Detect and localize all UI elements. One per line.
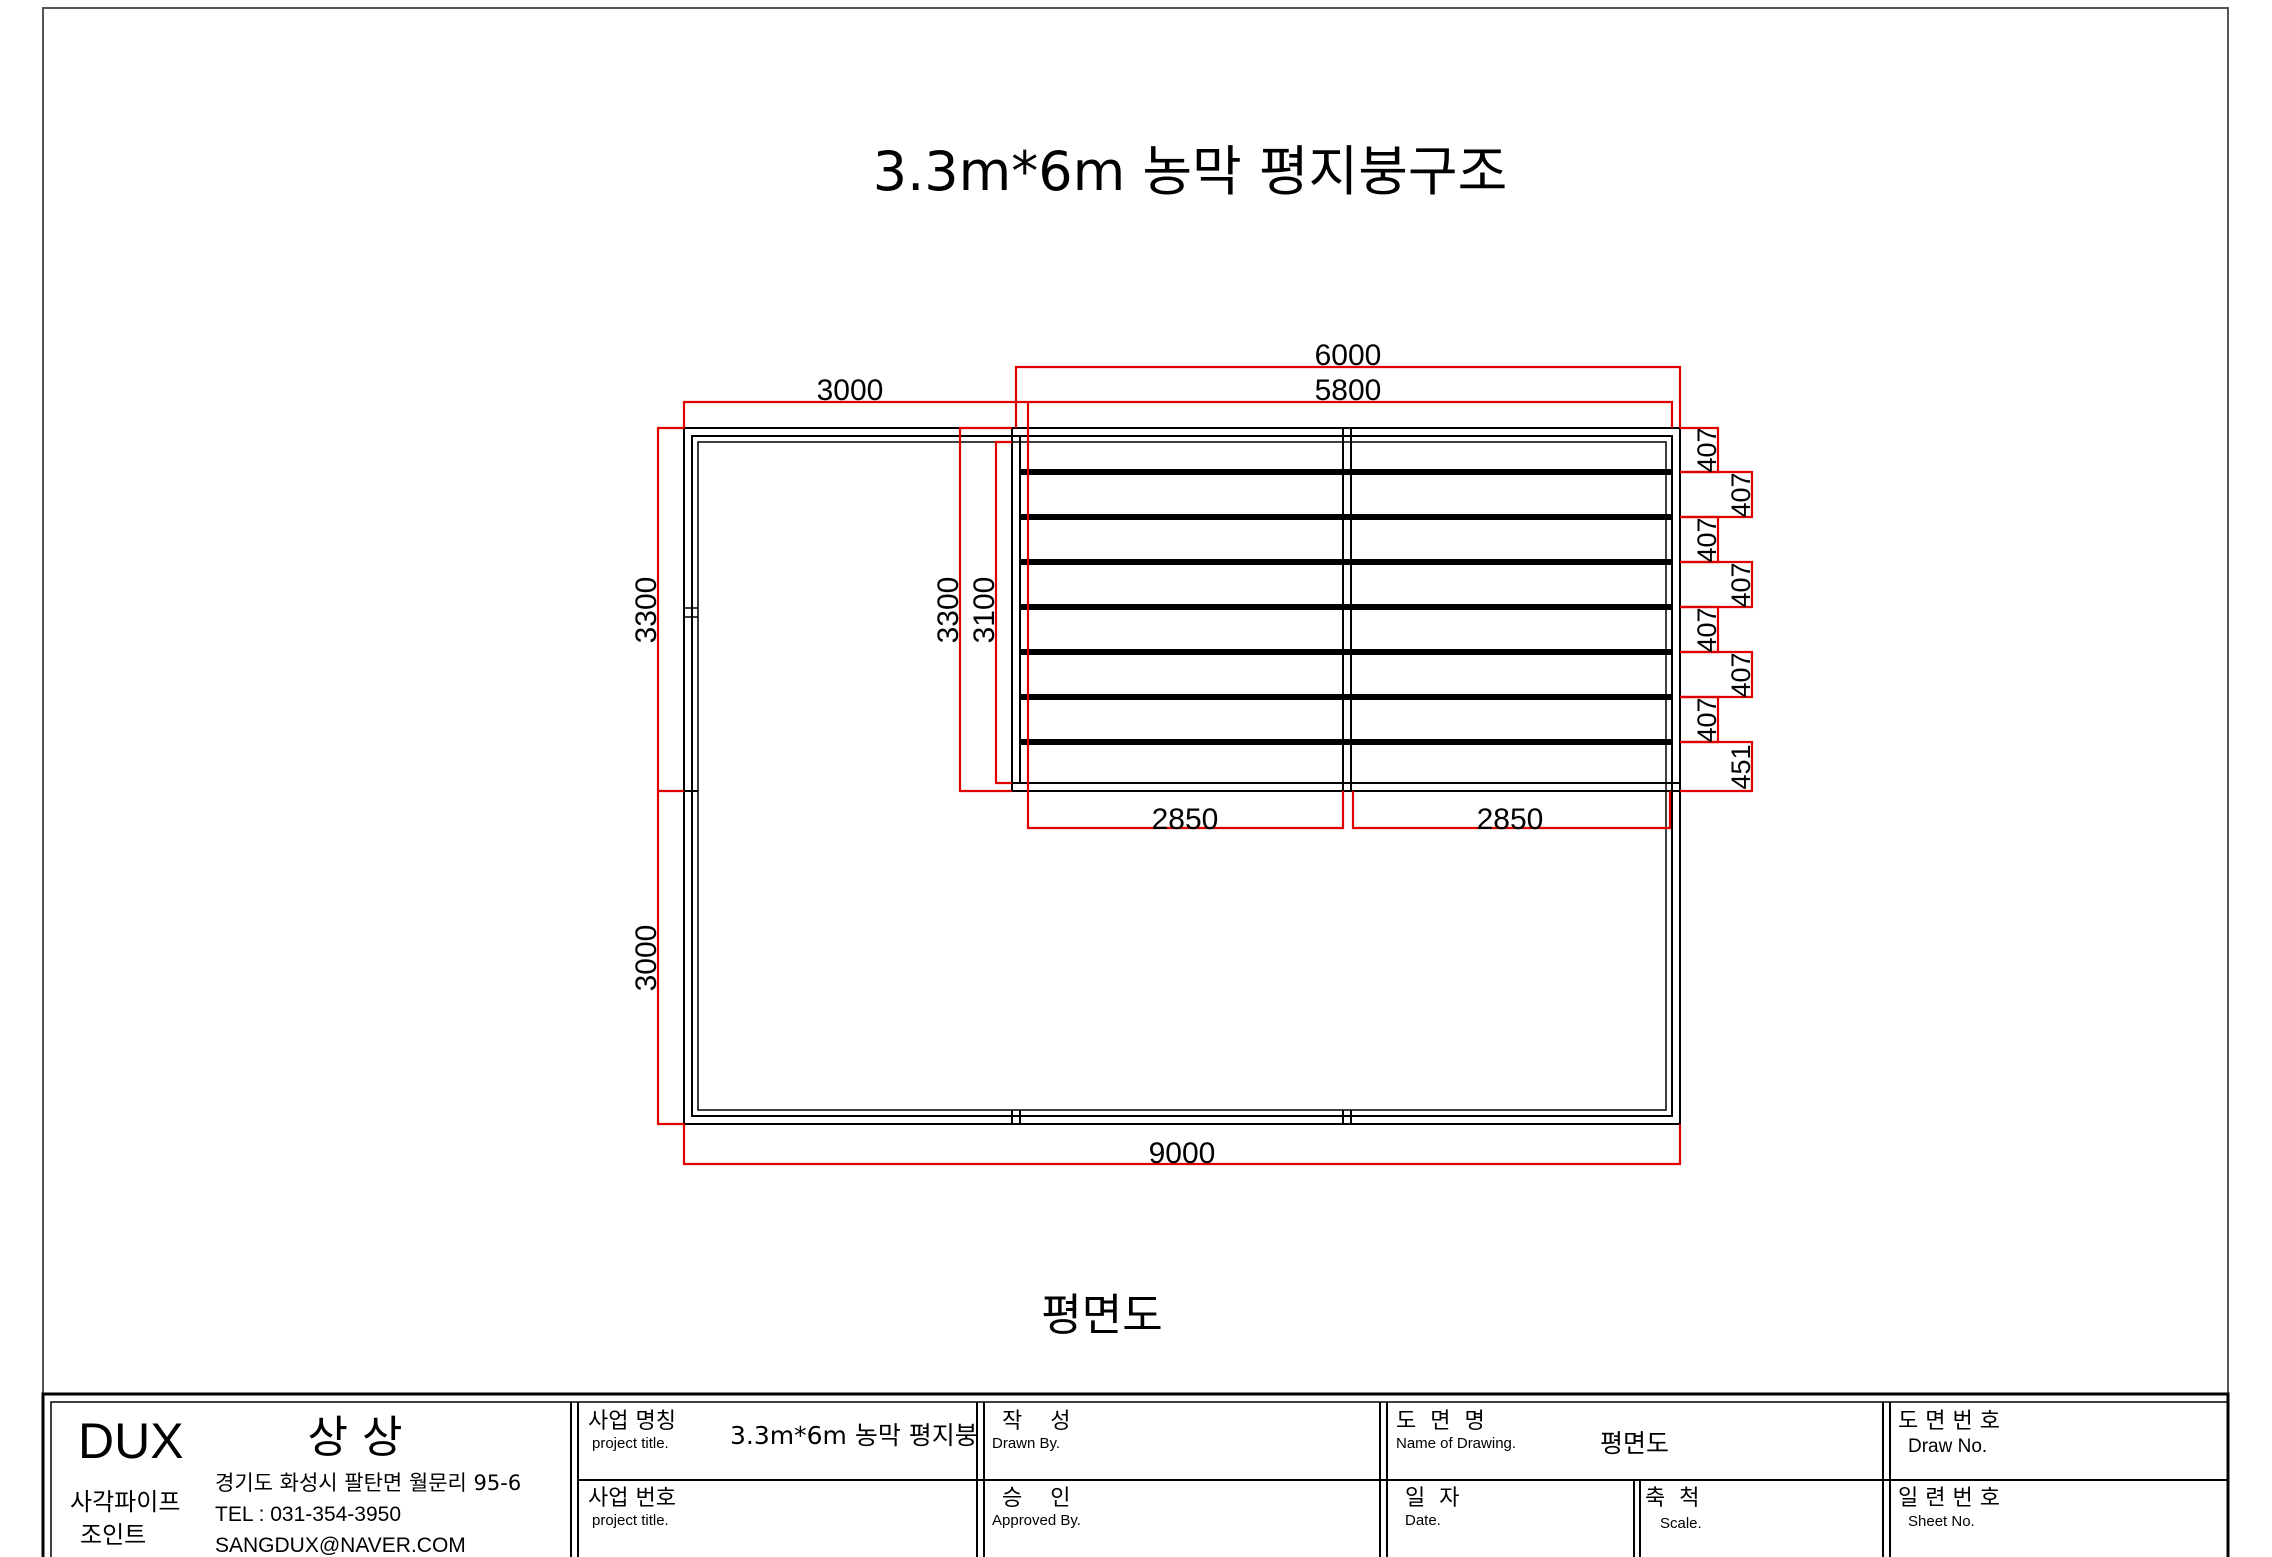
dim-top-left: 3000 [817,374,884,407]
company-line1: 사각파이프 [70,1488,180,1516]
dim-bay-right: 2850 [1477,803,1544,836]
company-brand: DUX [78,1413,184,1469]
dim-spacing-a2: 407 [1692,517,1722,562]
project-no-label: 사업 번호 [588,1486,676,1511]
sheet-border [42,7,2229,1557]
project-name-value: 3.3m*6m 농막 평지붕 [730,1421,978,1450]
company-name: 상 상 [308,1412,403,1463]
dim-top-overall: 6000 [1315,339,1382,372]
dim-spacing-last: 451 [1726,744,1756,789]
dim-spacing-a1: 407 [1692,427,1722,472]
dimension-labels: 6000 5800 3000 2850 2850 9000 3300 3000 … [630,339,1756,1170]
approved-label: 승 인 [1002,1486,1070,1511]
title-block: DUX 상 상 사각파이프 조인트 경기도 화성시 팔탄면 월문리 95-6 T… [41,1392,2230,1557]
dim-spacing-b2: 407 [1726,562,1756,607]
draw-no-sub: Draw No. [1908,1436,1987,1457]
dim-left-lower: 3000 [630,925,663,992]
dim-spacing-a3: 407 [1692,607,1722,652]
sheet-no-sub: Sheet No. [1908,1513,1975,1530]
drawing-name-label: 도 면 명 [1396,1409,1485,1434]
dim-left-upper: 3300 [630,577,663,644]
approved-sub: Approved By. [992,1512,1081,1529]
scale-sub: Scale. [1660,1515,1702,1532]
drawing-title: 3.3m*6m 농막 평지붕구조 [873,140,1508,203]
drawn-label: 작 성 [1002,1409,1070,1434]
date-label: 일 자 [1405,1486,1459,1511]
project-name-sub: project title. [592,1435,669,1452]
dim-spacing-b1: 407 [1726,472,1756,517]
date-sub: Date. [1405,1512,1441,1529]
project-no-sub: project title. [592,1512,669,1529]
frame-plan [683,427,1681,1125]
sheet-no-label: 일 련 번 호 [1898,1486,2000,1511]
company-tel: TEL : 031-354-3950 [215,1503,401,1526]
dim-roof-depth-outer: 3300 [932,577,965,644]
drawing-name-sub: Name of Drawing. [1396,1435,1516,1452]
draw-no-label: 도 면 번 호 [1898,1409,2000,1434]
view-label: 평면도 [1041,1290,1162,1341]
company-address: 경기도 화성시 팔탄면 월문리 95-6 [215,1471,521,1495]
scale-label: 축 척 [1645,1486,1699,1511]
dim-bottom-overall: 9000 [1149,1137,1216,1170]
project-name-label: 사업 명칭 [588,1409,676,1434]
dim-spacing-b3: 407 [1726,652,1756,697]
dim-roof-depth-inner: 3100 [968,577,1001,644]
drawn-sub: Drawn By. [992,1435,1060,1452]
drawing-name-value: 평면도 [1600,1429,1669,1458]
dimension-lines [656,365,1754,1166]
dim-bay-left: 2850 [1152,803,1219,836]
dim-top-inner: 5800 [1315,374,1382,407]
dim-spacing-a4: 407 [1692,697,1722,742]
company-email: SANGDUX@NAVER.COM [215,1534,466,1557]
company-line2: 조인트 [80,1521,146,1549]
